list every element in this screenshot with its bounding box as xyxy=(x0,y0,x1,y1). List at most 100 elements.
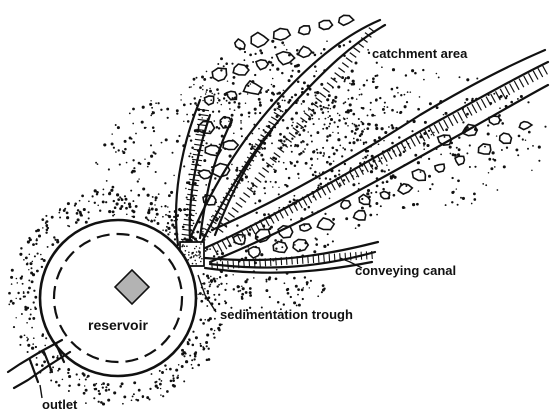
hatch-line xyxy=(514,81,519,90)
hatch-line xyxy=(236,203,242,208)
stipple-dot xyxy=(158,193,160,195)
stipple-dot xyxy=(301,289,304,292)
stipple-dot xyxy=(126,213,128,215)
stone xyxy=(398,184,412,194)
stipple-dot xyxy=(309,287,310,288)
stipple-dot xyxy=(451,201,453,203)
stipple-dot xyxy=(68,390,70,392)
stipple-dot xyxy=(277,301,280,304)
stipple-dot xyxy=(289,200,292,203)
stipple-dot xyxy=(311,141,313,143)
stipple-dot xyxy=(303,81,306,84)
stipple-dot xyxy=(155,381,157,383)
stipple-dot xyxy=(162,216,164,218)
stipple-dot xyxy=(88,217,90,219)
stipple-dot xyxy=(313,123,315,125)
stipple-dot xyxy=(206,274,209,277)
stipple-dot xyxy=(79,200,81,202)
stipple-dot xyxy=(120,205,123,208)
hatch-line xyxy=(191,169,201,170)
sediment-dot xyxy=(188,254,190,256)
hatch-line xyxy=(378,156,383,165)
stipple-dot xyxy=(16,278,18,280)
stipple-dot xyxy=(522,138,524,140)
stipple-dot xyxy=(19,344,21,346)
stipple-dot xyxy=(338,170,340,172)
stipple-dot xyxy=(202,117,203,118)
hatch-line xyxy=(183,224,193,225)
stipple-dot xyxy=(146,396,149,399)
stipple-dot xyxy=(233,132,235,134)
stipple-dot xyxy=(326,98,329,101)
stipple-dot xyxy=(220,69,222,71)
stipple-dot xyxy=(293,301,296,304)
stipple-dot xyxy=(85,221,88,224)
hatch-line xyxy=(346,58,352,63)
stipple-dot xyxy=(272,93,275,96)
stipple-dot xyxy=(182,349,184,351)
hatch-line xyxy=(319,93,325,98)
stipple-dot xyxy=(376,74,378,76)
stipple-dot xyxy=(428,158,430,160)
stipple-dot xyxy=(224,289,226,291)
stipple-dot xyxy=(306,93,309,96)
stipple-dot xyxy=(28,287,31,290)
stipple-dot xyxy=(332,240,334,242)
stipple-dot xyxy=(254,74,256,76)
hatch-line xyxy=(286,257,287,265)
stipple-dot xyxy=(41,266,43,268)
stipple-dot xyxy=(266,281,268,283)
stipple-dot xyxy=(171,224,174,227)
stipple-dot xyxy=(423,145,425,147)
hatch-line xyxy=(251,183,257,188)
stipple-dot xyxy=(343,102,345,104)
stipple-dot xyxy=(423,148,425,150)
stipple-dot xyxy=(325,118,327,120)
hatch-line xyxy=(293,128,299,133)
stipple-dot xyxy=(87,375,90,378)
stipple-dot xyxy=(308,117,311,120)
stipple-dot xyxy=(135,399,137,401)
hatch-line xyxy=(350,253,351,261)
stipple-dot xyxy=(414,72,417,75)
hatch-line xyxy=(387,151,392,160)
stipple-dot xyxy=(244,280,247,283)
stipple-dot xyxy=(330,108,332,110)
stipple-dot xyxy=(328,117,329,118)
stipple-dot xyxy=(237,105,240,108)
stipple-dot xyxy=(349,83,351,85)
stipple-dot xyxy=(444,112,447,115)
stipple-dot xyxy=(295,132,298,135)
stipple-dot xyxy=(278,105,281,108)
hatch-line xyxy=(496,91,501,100)
hatch-line xyxy=(262,168,268,173)
stipple-dot xyxy=(281,41,284,44)
stipple-dot xyxy=(359,88,360,89)
stipple-dot xyxy=(150,100,151,101)
stipple-dot xyxy=(135,133,137,135)
stipple-dot xyxy=(155,208,158,211)
stipple-dot xyxy=(351,97,354,100)
stipple-dot xyxy=(288,79,291,82)
stipple-dot xyxy=(210,276,212,278)
stipple-dot xyxy=(384,106,385,107)
stipple-dot xyxy=(242,287,245,290)
hatch-line xyxy=(240,198,246,203)
hatch-line xyxy=(198,119,208,120)
stipple-dot xyxy=(424,121,427,124)
stipple-dot xyxy=(245,250,248,253)
stipple-dot xyxy=(43,360,46,363)
stipple-dot xyxy=(327,111,329,113)
stipple-dot xyxy=(47,246,49,248)
stipple-dot xyxy=(490,167,493,170)
stipple-dot xyxy=(24,334,26,336)
stipple-dot xyxy=(170,219,173,222)
hatch-line xyxy=(491,94,496,103)
hatch-line xyxy=(276,258,277,266)
stipple-dot xyxy=(142,396,144,398)
stipple-dot xyxy=(126,162,128,164)
stipple-dot xyxy=(253,277,255,279)
stipple-dot xyxy=(210,328,213,331)
stipple-dot xyxy=(164,364,166,366)
stipple-dot xyxy=(423,79,425,81)
